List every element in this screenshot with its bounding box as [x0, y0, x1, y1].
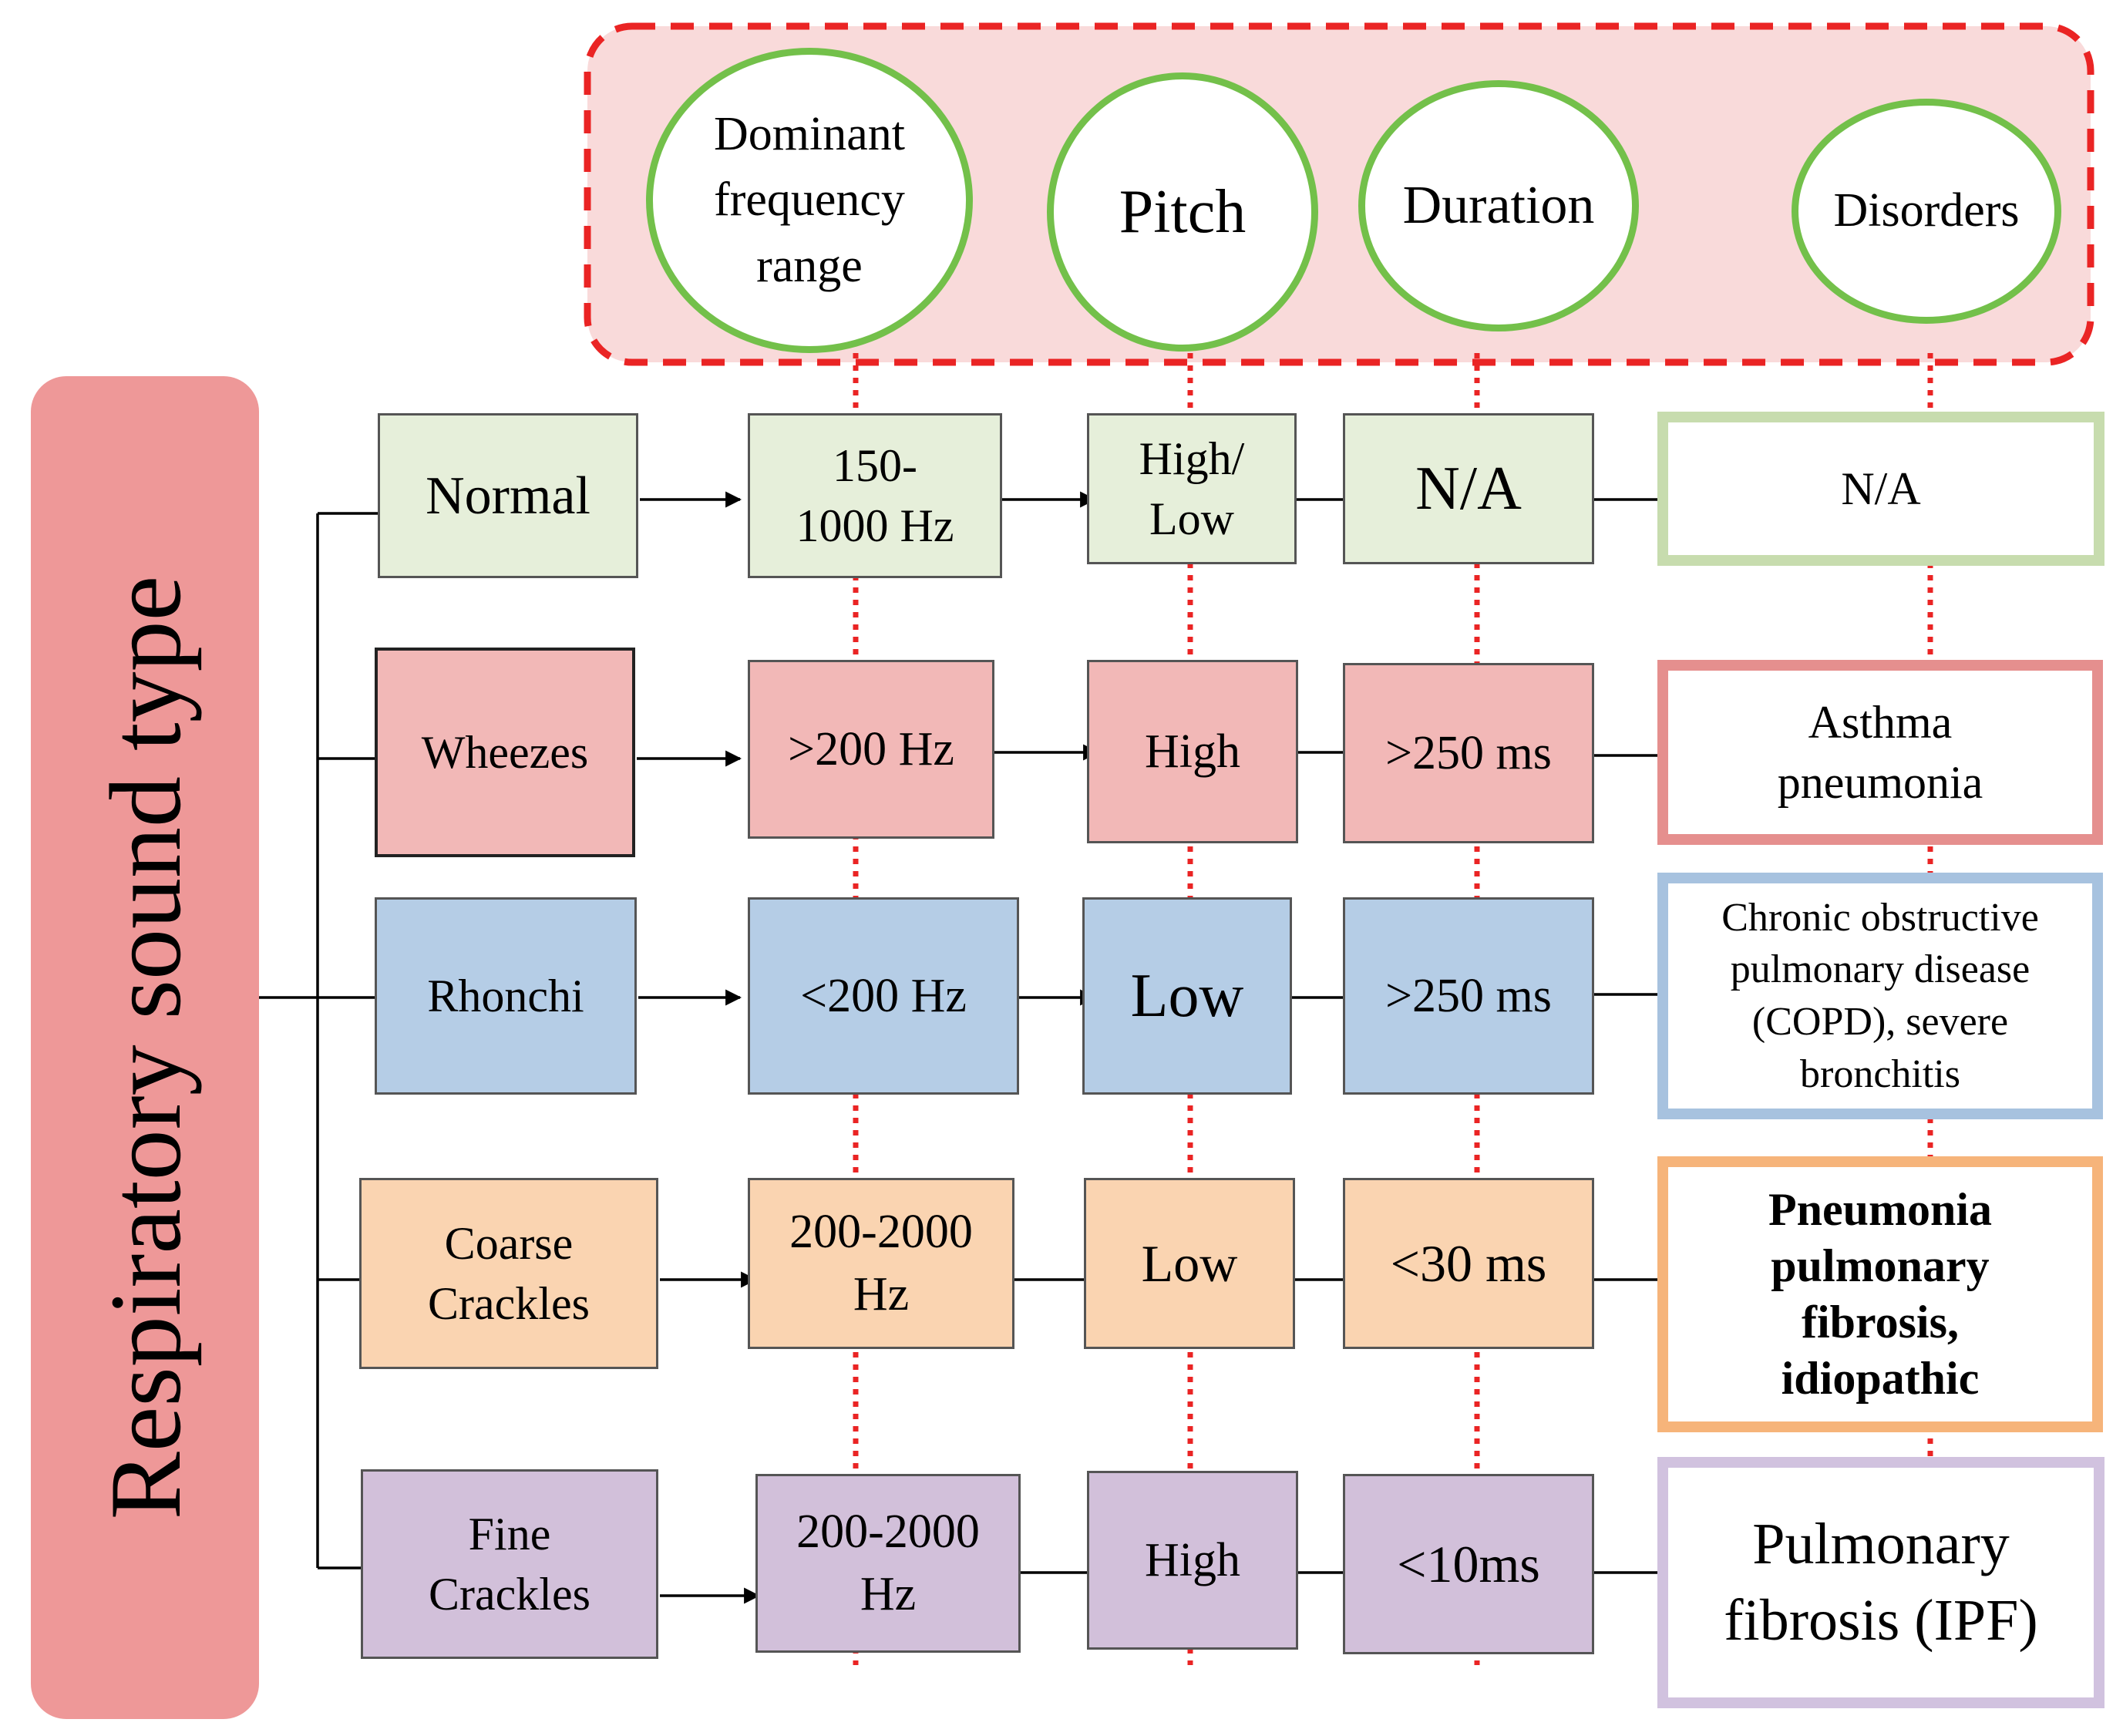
sound-type-fine-crackles: Fine Crackles [361, 1469, 658, 1659]
sound-type-normal: Normal [378, 413, 638, 578]
sound-type-wheezes: Wheezes [375, 648, 635, 857]
frequency-coarse-crackles: 200-2000 Hz [748, 1178, 1014, 1349]
frequency-rhonchi: <200 Hz [748, 897, 1019, 1095]
header-disorders: Disorders [1792, 99, 2061, 324]
disorders-rhonchi: Chronic obstructive pulmonary disease (C… [1657, 873, 2103, 1119]
pitch-wheezes: High [1087, 660, 1298, 843]
duration-wheezes: >250 ms [1343, 663, 1594, 843]
disorders-normal: N/A [1657, 412, 2104, 566]
frequency-fine-crackles: 200-2000 Hz [755, 1474, 1021, 1653]
duration-normal: N/A [1343, 413, 1594, 564]
header-panel [584, 22, 2094, 366]
disorders-wheezes: Asthma pneumonia [1657, 660, 2103, 845]
pitch-fine-crackles: High [1087, 1471, 1298, 1650]
duration-fine-crackles: <10ms [1343, 1474, 1594, 1654]
respiratory-sound-type-panel [31, 376, 259, 1719]
pitch-rhonchi: Low [1082, 897, 1292, 1095]
sound-type-coarse-crackles: Coarse Crackles [359, 1178, 658, 1369]
sound-type-rhonchi: Rhonchi [375, 897, 637, 1095]
header-dominant-frequency-range: Dominant frequency range [646, 48, 973, 353]
header-duration: Duration [1358, 80, 1639, 331]
pitch-coarse-crackles: Low [1084, 1178, 1295, 1349]
disorders-coarse-crackles: Pneumonia pulmonary fibrosis, idiopathic [1657, 1156, 2103, 1432]
pitch-normal: High/ Low [1087, 413, 1297, 564]
frequency-wheezes: >200 Hz [748, 660, 994, 839]
duration-rhonchi: >250 ms [1343, 897, 1594, 1095]
frequency-normal: 150- 1000 Hz [748, 413, 1002, 578]
duration-coarse-crackles: <30 ms [1343, 1178, 1594, 1349]
disorders-fine-crackles: Pulmonary fibrosis (IPF) [1657, 1457, 2104, 1708]
header-pitch: Pitch [1047, 72, 1318, 352]
